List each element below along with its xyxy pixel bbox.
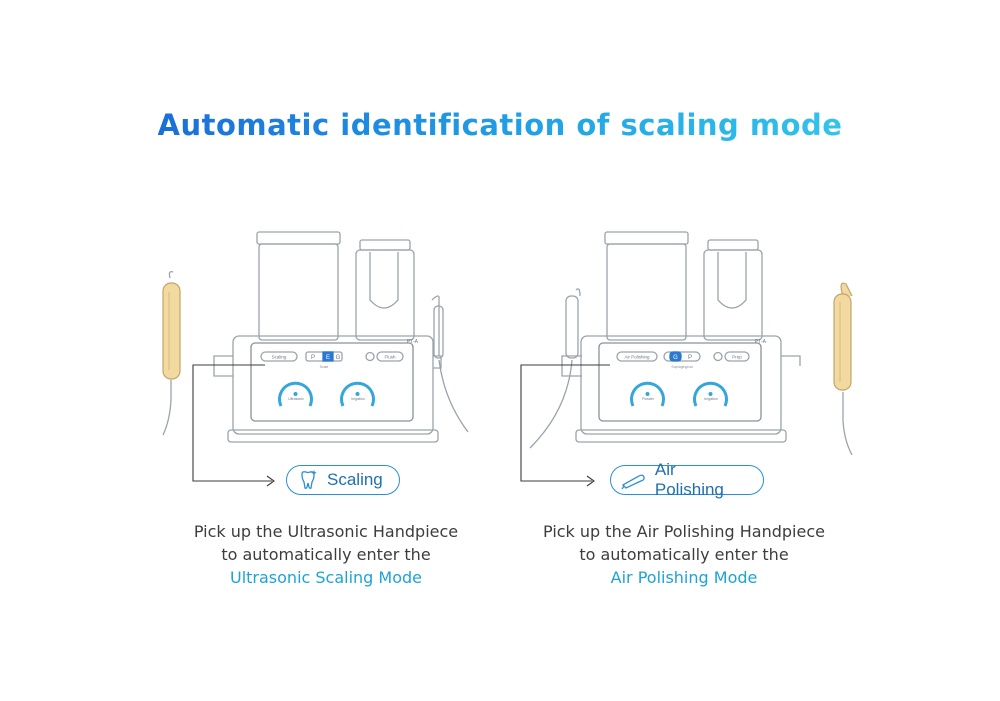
- air-polishing-handpiece: [833, 293, 852, 391]
- base-unit: [232, 335, 434, 435]
- caption-highlight: Air Polishing Mode: [610, 568, 758, 587]
- screen-tab-active: E: [326, 355, 330, 361]
- caption-line: to automatically enter the: [579, 545, 789, 564]
- ultrasonic-scaler-device-illustration: Scaling P E G Flush Scale Ultrasonic Irr…: [162, 231, 469, 487]
- powder-bottle: [703, 249, 763, 341]
- bottle-cap: [707, 239, 759, 251]
- tooth-icon: [301, 470, 317, 489]
- bottle-cap: [604, 231, 689, 245]
- bottle-cap: [256, 231, 341, 245]
- dial-label: Powder: [642, 397, 655, 401]
- screen-right-chip: Prep: [732, 355, 742, 360]
- caption-line: Pick up the Ultrasonic Handpiece: [193, 522, 459, 541]
- screen-sub-label: Supragingival: [671, 365, 692, 369]
- caption-line: to automatically enter the: [221, 545, 431, 564]
- water-bottle: [258, 243, 339, 341]
- air-polishing-device-illustration: Air Polishing G P Prep Supragingival Pow…: [520, 231, 853, 487]
- scaling-mode-label: Scaling: [327, 470, 383, 489]
- screen-sub-label: Scale: [320, 365, 329, 369]
- caption-line: Pick up the Air Polishing Handpiece: [543, 522, 825, 541]
- air-polishing-mode-label: Air Polishing: [654, 460, 724, 499]
- right-panel: Air Polishing G P Prep Supragingival Pow…: [500, 0, 1000, 701]
- left-caption: Pick up the Ultrasonic Handpiece to auto…: [146, 520, 506, 589]
- caption-highlight: Ultrasonic Scaling Mode: [229, 568, 423, 587]
- screen-tab: G: [336, 355, 341, 361]
- water-bottle: [606, 243, 687, 341]
- dial-label: Ultrasonic: [288, 397, 304, 401]
- screen-mode-chip: Air Polishing: [624, 355, 650, 360]
- dial-label: Irrigation: [351, 397, 365, 401]
- base-unit: [580, 335, 782, 435]
- page-title: Automatic identification of scaling mode: [157, 108, 843, 142]
- air-polishing-mode-badge: Air Polishing: [610, 460, 764, 499]
- screen-tab: P: [688, 355, 692, 361]
- right-caption: Pick up the Air Polishing Handpiece to a…: [504, 520, 864, 589]
- touch-screen: [598, 342, 762, 422]
- dial-label: Irrigation: [704, 397, 718, 401]
- bottle-cap: [359, 239, 411, 251]
- ultrasonic-handpiece: [162, 282, 181, 380]
- screen-mode-chip: Scaling: [272, 355, 287, 360]
- screen-tab-active: G: [673, 355, 678, 361]
- polishing-handpiece-icon: [621, 474, 645, 490]
- left-panel: Scaling P E G Flush Scale Ultrasonic Irr…: [162, 231, 469, 587]
- touch-screen: [250, 342, 414, 422]
- screen-right-chip: Flush: [384, 355, 396, 360]
- device-brand: PT-A: [407, 339, 419, 345]
- powder-bottle: [355, 249, 415, 341]
- screen-tab: P: [311, 355, 315, 361]
- scaling-mode-badge: Scaling: [286, 465, 400, 495]
- device-brand: PT-A: [755, 339, 767, 345]
